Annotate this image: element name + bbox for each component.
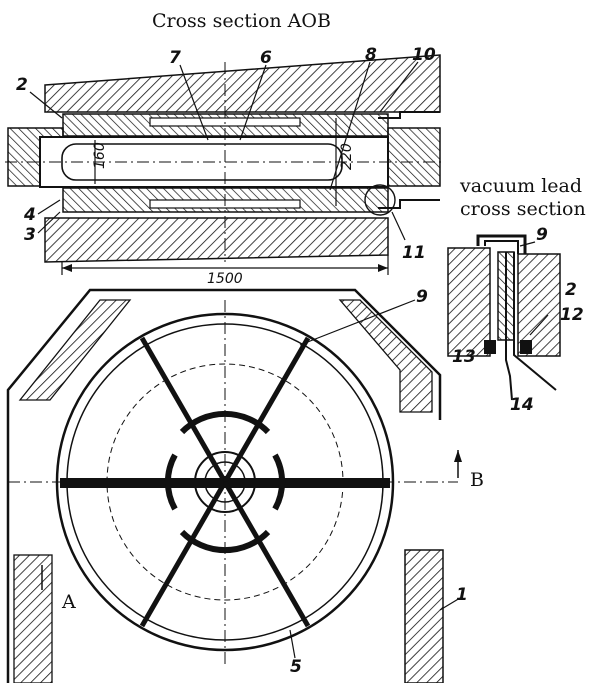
longitudinal-section — [5, 54, 445, 275]
part-label-3: 3 — [24, 225, 36, 245]
dimension-1500: 1500 — [207, 271, 243, 287]
part-label-7: 7 — [169, 48, 181, 68]
part-label-4: 4 — [23, 205, 36, 225]
dimension-220: 220 — [339, 143, 355, 170]
part-label-6: 6 — [260, 48, 272, 68]
inset-title-line1: vacuum lead — [459, 175, 582, 197]
part-label-1: 1 — [456, 585, 468, 605]
dimension-160: 160 — [92, 142, 108, 169]
part-label-2-inset: 2 — [565, 280, 577, 300]
part-label-13: 13 — [452, 347, 476, 367]
section-mark-b: B — [470, 469, 484, 491]
drawing-title: Cross section AOB — [152, 10, 331, 32]
section-mark-a: A — [61, 591, 76, 613]
inset-title-line2: cross section — [460, 198, 586, 220]
part-label-9-inset: 9 — [536, 225, 548, 245]
part-label-11: 11 — [402, 243, 426, 263]
vacuum-lead-inset — [447, 234, 561, 401]
part-label-10: 10 — [412, 45, 436, 65]
part-label-8: 8 — [365, 45, 377, 65]
part-label-5: 5 — [290, 657, 302, 677]
leader-lines — [29, 61, 549, 659]
part-label-12: 12 — [560, 305, 584, 325]
transverse-section — [6, 288, 462, 683]
part-label-9: 9 — [416, 287, 428, 307]
part-label-2: 2 — [16, 75, 28, 95]
part-label-14: 14 — [510, 395, 534, 415]
